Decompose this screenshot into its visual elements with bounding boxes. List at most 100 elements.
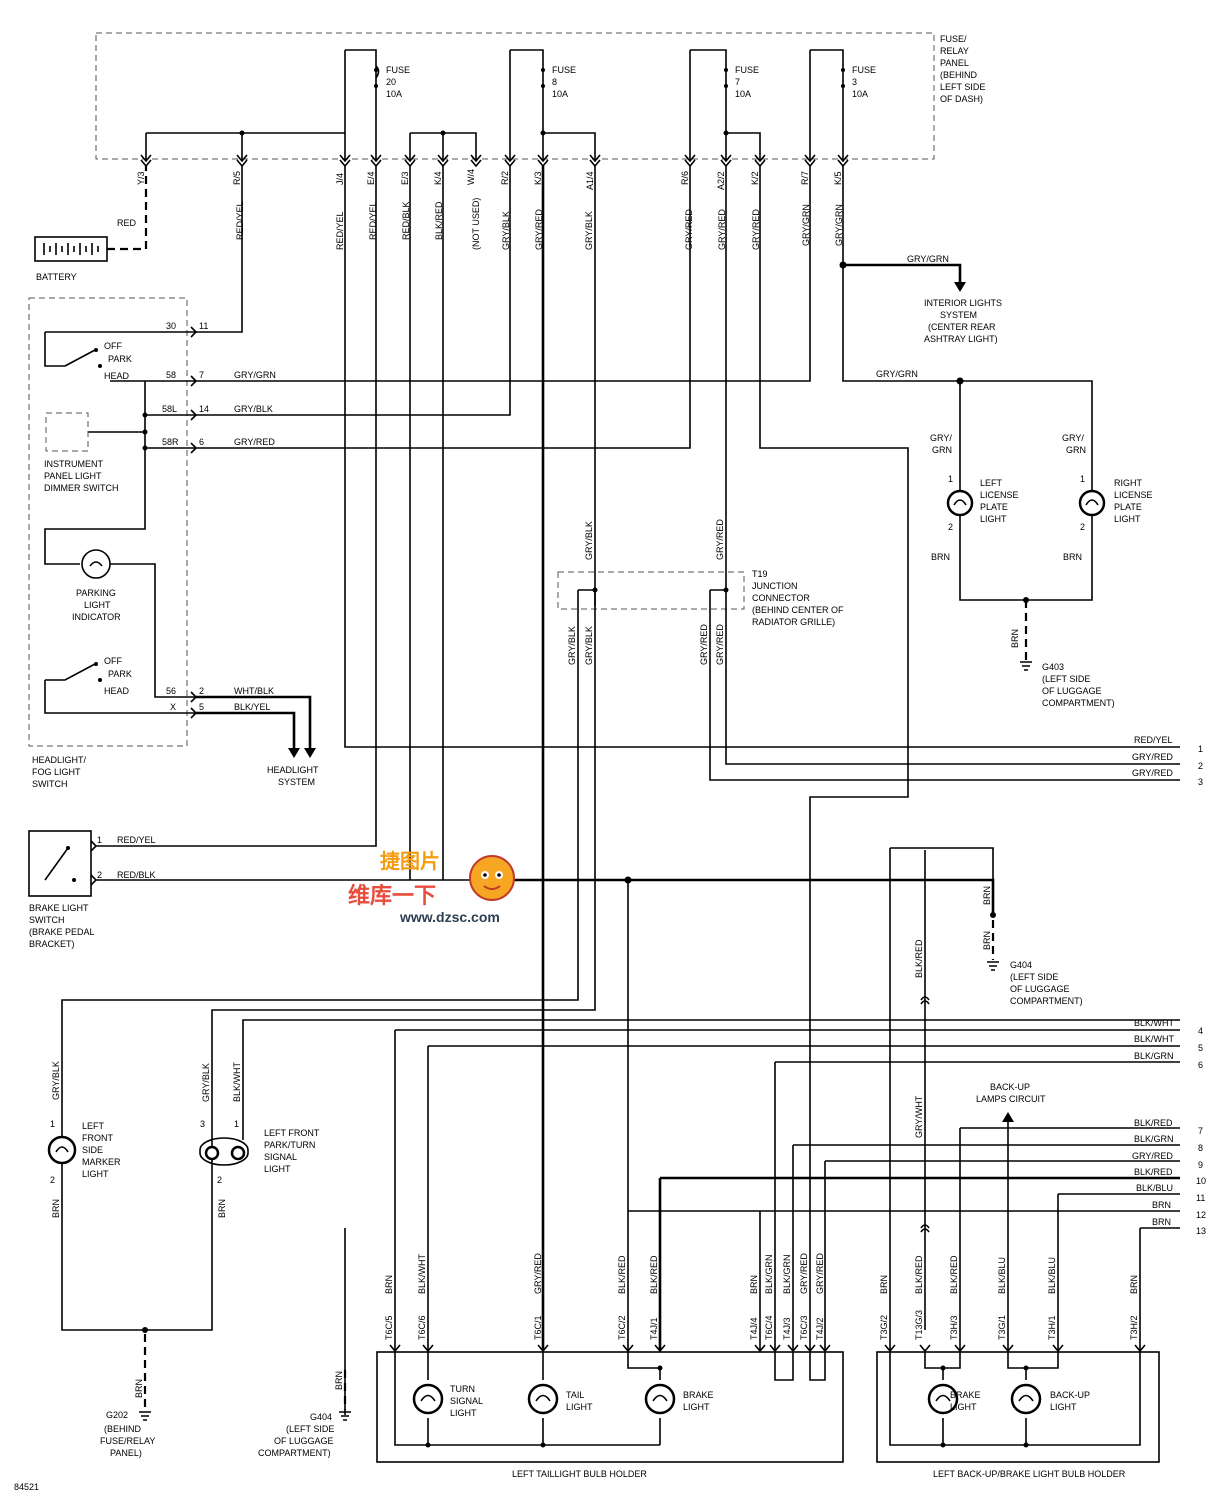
svg-text:G202: G202 xyxy=(106,1410,128,1420)
svg-text:BRN: BRN xyxy=(51,1199,61,1218)
svg-text:GRY/: GRY/ xyxy=(930,433,952,443)
svg-text:GRY/RED: GRY/RED xyxy=(815,1253,825,1294)
svg-text:T6C/2: T6C/2 xyxy=(617,1315,627,1340)
fuse-relay-panel: FUSE/ RELAY PANEL (BEHIND LEFT SIDE OF D… xyxy=(95,32,985,190)
svg-text:2: 2 xyxy=(1198,761,1203,771)
svg-text:LIGHT: LIGHT xyxy=(82,1169,109,1179)
license-plate-lights: GRY/ GRN 1 2 BRN LEFT LICENSE PLATE LIGH… xyxy=(930,433,1153,708)
svg-text:PLATE: PLATE xyxy=(980,502,1008,512)
svg-text:BLK/RED: BLK/RED xyxy=(949,1255,959,1294)
svg-text:E/4: E/4 xyxy=(366,171,376,185)
svg-text:BACK-UP: BACK-UP xyxy=(990,1082,1030,1092)
svg-text:PARK: PARK xyxy=(108,669,132,679)
svg-text:A1/4: A1/4 xyxy=(585,171,595,190)
svg-text:LAMPS CIRCUIT: LAMPS CIRCUIT xyxy=(976,1094,1046,1104)
svg-text:BLK/RED: BLK/RED xyxy=(914,1255,924,1294)
svg-text:LEFT: LEFT xyxy=(980,478,1003,488)
svg-text:BRN: BRN xyxy=(334,1371,344,1390)
vertical-wire-labels: BLK/RED GRY/WHT BACK-UP LAMPS CIRCUIT xyxy=(914,939,1046,1138)
svg-text:SYSTEM: SYSTEM xyxy=(278,777,315,787)
battery: BATTERY RED xyxy=(34,165,148,282)
fuse-panel-label: FUSE/ RELAY PANEL (BEHIND LEFT SIDE OF D… xyxy=(940,34,985,104)
svg-text:T6C/6: T6C/6 xyxy=(417,1315,427,1340)
svg-text:T4J/3: T4J/3 xyxy=(782,1317,792,1340)
svg-text:WHT/BLK: WHT/BLK xyxy=(234,686,274,696)
svg-text:www.dzsc.com: www.dzsc.com xyxy=(399,909,500,925)
svg-text:BRN: BRN xyxy=(931,552,950,562)
svg-text:BLK/RED: BLK/RED xyxy=(1134,1118,1173,1128)
svg-text:COMPARTMENT): COMPARTMENT) xyxy=(1010,996,1083,1006)
svg-text:BLK/GRN: BLK/GRN xyxy=(1134,1134,1174,1144)
svg-text:1: 1 xyxy=(50,1119,55,1129)
svg-text:LIGHT: LIGHT xyxy=(1050,1402,1077,1412)
svg-text:BRN: BRN xyxy=(1063,552,1082,562)
svg-text:X: X xyxy=(170,702,176,712)
svg-text:BLK/RED: BLK/RED xyxy=(617,1255,627,1294)
svg-text:3: 3 xyxy=(852,77,857,87)
svg-text:58L: 58L xyxy=(162,404,177,414)
svg-text:GRY/BLK: GRY/BLK xyxy=(584,626,594,665)
svg-text:OF DASH): OF DASH) xyxy=(940,94,983,104)
svg-text:LICENSE: LICENSE xyxy=(1114,490,1153,500)
svg-text:RIGHT: RIGHT xyxy=(1114,478,1143,488)
svg-text:T13G/3: T13G/3 xyxy=(914,1310,924,1340)
svg-text:1: 1 xyxy=(1080,474,1085,484)
svg-text:HEAD: HEAD xyxy=(104,686,130,696)
svg-text:RED/YEL: RED/YEL xyxy=(368,201,378,240)
svg-text:13: 13 xyxy=(1196,1226,1206,1236)
svg-text:T4J/2: T4J/2 xyxy=(815,1317,825,1340)
fuse-8: FUSE 8 10A xyxy=(541,65,576,99)
svg-text:BRN: BRN xyxy=(1010,629,1020,648)
svg-text:R/5: R/5 xyxy=(232,171,242,185)
svg-text:TAIL: TAIL xyxy=(566,1390,584,1400)
svg-text:BRN: BRN xyxy=(217,1199,227,1218)
right-license-light: GRY/ GRN 1 2 BRN RIGHT LICENSE PLATE LIG… xyxy=(1062,433,1153,562)
svg-text:10A: 10A xyxy=(735,89,751,99)
headlight-fog-switch: 30 58 58L 58R 56 X 11 7 14 6 2 5 GRY/GRN… xyxy=(28,297,319,789)
svg-text:COMPARTMENT): COMPARTMENT) xyxy=(258,1448,331,1458)
svg-text:T3G/2: T3G/2 xyxy=(879,1315,889,1340)
svg-text:GRY/RED: GRY/RED xyxy=(717,209,727,250)
svg-text:捷图片: 捷图片 xyxy=(380,849,440,873)
svg-text:(BEHIND: (BEHIND xyxy=(104,1424,142,1434)
svg-text:BATTERY: BATTERY xyxy=(36,272,77,282)
svg-text:2: 2 xyxy=(199,686,204,696)
svg-text:LEFT TAILLIGHT BULB HOLDER: LEFT TAILLIGHT BULB HOLDER xyxy=(512,1469,647,1479)
svg-text:BLK/WHT: BLK/WHT xyxy=(417,1253,427,1294)
svg-text:20: 20 xyxy=(386,77,396,87)
svg-text:SWITCH: SWITCH xyxy=(32,779,68,789)
svg-text:SIDE: SIDE xyxy=(82,1145,103,1155)
fuse-terminal-labels: Y/3 R/5 J/4 E/4 E/3 K/4 W/4 R/2 K/3 A1/4… xyxy=(136,169,843,190)
svg-text:10: 10 xyxy=(1196,1176,1206,1186)
svg-text:T6C/3: T6C/3 xyxy=(799,1315,809,1340)
svg-text:BLK/WHT: BLK/WHT xyxy=(1134,1034,1175,1044)
svg-text:FRONT: FRONT xyxy=(82,1133,113,1143)
g404-bottom-ground: BRN G404 (LEFT SIDE OF LUGGAGE COMPARTME… xyxy=(258,1370,351,1458)
svg-text:T3H/2: T3H/2 xyxy=(1129,1315,1139,1340)
svg-text:30: 30 xyxy=(166,321,176,331)
svg-text:GRY/RED: GRY/RED xyxy=(715,624,725,665)
svg-text:R/7: R/7 xyxy=(800,171,810,185)
svg-text:PANEL LIGHT: PANEL LIGHT xyxy=(44,471,102,481)
svg-text:2: 2 xyxy=(1080,522,1085,532)
svg-text:INDICATOR: INDICATOR xyxy=(72,612,121,622)
svg-text:GRN: GRN xyxy=(1066,445,1086,455)
fuse-wire-labels: RED/YEL RED/YEL RED/YEL RED/BLK BLK/RED … xyxy=(235,198,844,250)
svg-text:BRN: BRN xyxy=(384,1275,394,1294)
svg-text:BLK/RED: BLK/RED xyxy=(434,201,444,240)
brake-light-switch: 1 2 RED/YEL RED/BLK BRAKE LIGHT SWITCH (… xyxy=(28,830,156,949)
svg-text:11: 11 xyxy=(199,321,208,331)
svg-text:6: 6 xyxy=(1198,1060,1203,1070)
svg-text:T3G/1: T3G/1 xyxy=(997,1315,1007,1340)
left-backup-brake-bulb-holder: BRN BLK/RED BLK/RED BLK/BLU BLK/BLU BRN … xyxy=(876,1255,1160,1479)
svg-text:7: 7 xyxy=(735,77,740,87)
svg-text:G403: G403 xyxy=(1042,662,1064,672)
svg-text:J/4: J/4 xyxy=(335,173,345,185)
svg-text:Y/3: Y/3 xyxy=(136,171,146,185)
svg-text:3: 3 xyxy=(200,1119,205,1129)
svg-text:T19: T19 xyxy=(752,569,768,579)
svg-text:W/4: W/4 xyxy=(466,169,476,185)
svg-text:GRY/RED: GRY/RED xyxy=(699,624,709,665)
